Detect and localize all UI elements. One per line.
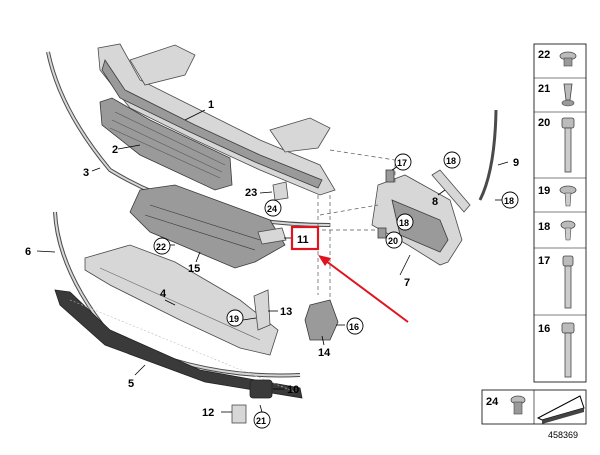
part-20-screw bbox=[377, 227, 387, 239]
callout-20: 20 bbox=[388, 236, 398, 246]
part-4-lower-carrier bbox=[84, 244, 279, 356]
highlight-arrow bbox=[321, 257, 409, 323]
fastener-16-icon bbox=[561, 322, 575, 334]
callout-22: 22 bbox=[156, 242, 166, 252]
hardware-panel-bottom: 24 bbox=[481, 389, 587, 425]
callout-24: 24 bbox=[267, 204, 277, 214]
callout-18c: 18 bbox=[504, 196, 514, 206]
callout-11-highlight-box bbox=[290, 225, 320, 251]
part-11-clip bbox=[257, 227, 287, 245]
hardware-panel: 22 21 20 19 18 17 16 bbox=[533, 43, 587, 383]
callout-14: 14 bbox=[318, 347, 331, 359]
part-13-bracket bbox=[253, 289, 271, 331]
part-23-clip bbox=[272, 181, 289, 201]
callout-19: 19 bbox=[229, 314, 239, 324]
callout-15: 15 bbox=[188, 263, 200, 275]
callout-16-circle: 16 bbox=[346, 317, 364, 335]
callout-8: 8 bbox=[432, 196, 438, 208]
callout-19-circle: 19 bbox=[226, 309, 244, 327]
panel-label-18: 18 bbox=[538, 221, 550, 233]
callout-24-circle: 24 bbox=[264, 199, 282, 217]
panel-label-17: 17 bbox=[538, 255, 550, 267]
assembly-line-d bbox=[319, 204, 379, 216]
callout-20-circle: 20 bbox=[385, 231, 403, 249]
callout-23: 23 bbox=[245, 187, 257, 199]
assembly-line-a bbox=[329, 149, 396, 185]
callout-17: 17 bbox=[397, 158, 407, 168]
part-15-lower-guide bbox=[129, 184, 286, 269]
callout-1: 1 bbox=[208, 99, 214, 111]
highlight-arrowhead bbox=[318, 255, 331, 266]
part-10-bracket bbox=[249, 379, 273, 399]
callout-18b: 18 bbox=[399, 218, 409, 228]
panel-label-22: 22 bbox=[538, 49, 550, 61]
callout-7: 7 bbox=[404, 277, 410, 289]
panel-label-20: 20 bbox=[538, 117, 550, 129]
part-8-strap bbox=[431, 169, 471, 213]
panel-label-16: 16 bbox=[538, 323, 550, 335]
panel-label-24: 24 bbox=[486, 396, 499, 408]
part-12-bracket bbox=[231, 404, 247, 424]
callout-4: 4 bbox=[160, 288, 167, 300]
callout-16: 16 bbox=[349, 322, 359, 332]
callout-17-circle: 17 bbox=[394, 153, 412, 171]
part-17-screw bbox=[385, 169, 395, 183]
callout-13: 13 bbox=[280, 306, 292, 318]
callout-10: 10 bbox=[287, 384, 299, 396]
diagram-number: 458369 bbox=[548, 430, 578, 440]
callout-12: 12 bbox=[202, 407, 214, 419]
part-9-strut bbox=[478, 109, 498, 201]
part-5-lower-grille bbox=[54, 289, 303, 399]
callout-6: 6 bbox=[25, 246, 31, 258]
callout-2: 2 bbox=[112, 144, 118, 156]
part-2-impact-absorber bbox=[99, 97, 233, 191]
callout-21-circle: 21 bbox=[253, 411, 271, 429]
callout-21: 21 bbox=[256, 416, 266, 426]
callout-3: 3 bbox=[83, 167, 89, 179]
callout-11: 11 bbox=[297, 234, 309, 246]
callout-9: 9 bbox=[513, 157, 519, 169]
callout-18c-circle: 18 bbox=[501, 191, 519, 209]
panel-label-21: 21 bbox=[538, 83, 550, 95]
callout-18a-circle: 18 bbox=[443, 151, 461, 169]
callout-18a: 18 bbox=[446, 156, 456, 166]
callout-22-circle: 22 bbox=[153, 237, 171, 255]
fastener-20-icon bbox=[561, 117, 575, 129]
callout-18b-circle: 18 bbox=[396, 213, 414, 231]
fastener-17-icon bbox=[562, 255, 574, 267]
part-14-bracket bbox=[304, 299, 339, 341]
callout-5: 5 bbox=[128, 378, 134, 390]
part-1-bumper-carrier bbox=[97, 43, 336, 196]
panel-label-19: 19 bbox=[538, 185, 550, 197]
